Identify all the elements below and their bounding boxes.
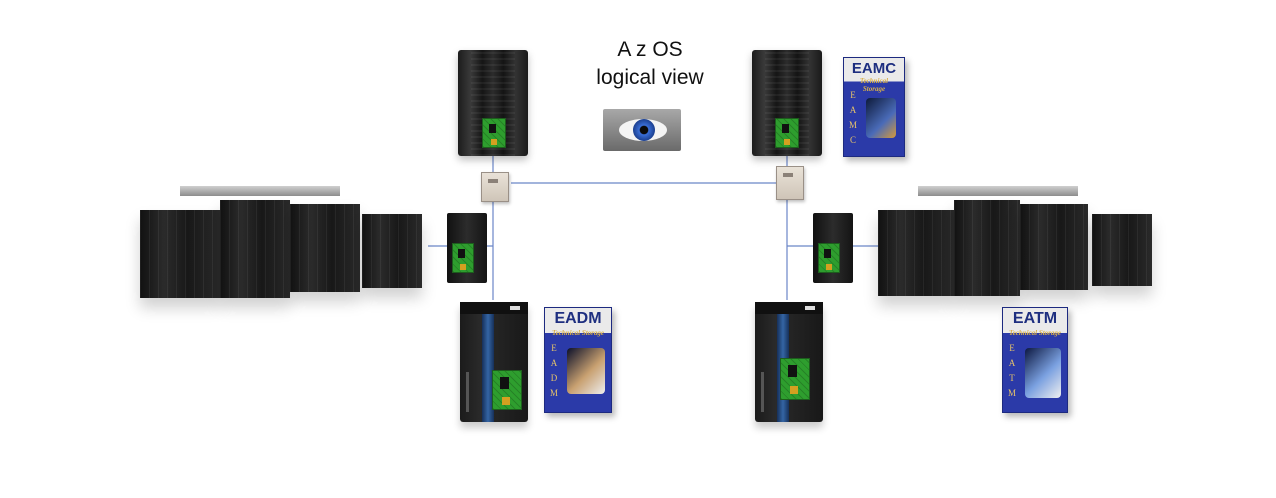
product-subtitle-eatm: Technical Storage <box>1008 329 1062 337</box>
product-vertical-letters-eatm: E A T M <box>1007 343 1016 398</box>
pcb-card-icon <box>482 118 506 148</box>
product-name-eamc: EAMC <box>851 60 897 77</box>
product-name-eadm: EADM <box>554 310 602 327</box>
pcb-card-icon <box>780 358 810 400</box>
pcb-card-icon <box>492 370 522 410</box>
pcb-card-icon <box>818 243 840 273</box>
product-subtitle-eadm: Technical Storage <box>551 329 605 337</box>
product-box-eamc: EAMC Technical Storage E A M C <box>843 57 905 157</box>
product-name-eatm: EATM <box>1012 310 1058 327</box>
product-vertical-letters-eadm: E A D M <box>549 343 558 398</box>
eye-icon <box>603 109 681 151</box>
title-line-2: logical view <box>596 66 704 89</box>
product-vertical-letters-eamc: E A M C <box>848 90 857 145</box>
pcb-card-icon <box>775 118 799 148</box>
product-box-eatm: EATM Technical Storage E A T M <box>1002 307 1068 413</box>
switch-icon <box>776 166 804 200</box>
pcb-card-icon <box>452 243 474 273</box>
server-cluster-left <box>140 186 430 298</box>
server-cluster-right <box>878 186 1160 298</box>
product-subtitle-eamc: Technical Storage <box>859 77 889 93</box>
switch-icon <box>481 172 509 202</box>
product-box-eadm: EADM Technical Storage E A D M <box>544 307 612 413</box>
title-line-1: A z OS <box>617 38 683 61</box>
diagram-title: A z OS logical view <box>575 36 725 92</box>
